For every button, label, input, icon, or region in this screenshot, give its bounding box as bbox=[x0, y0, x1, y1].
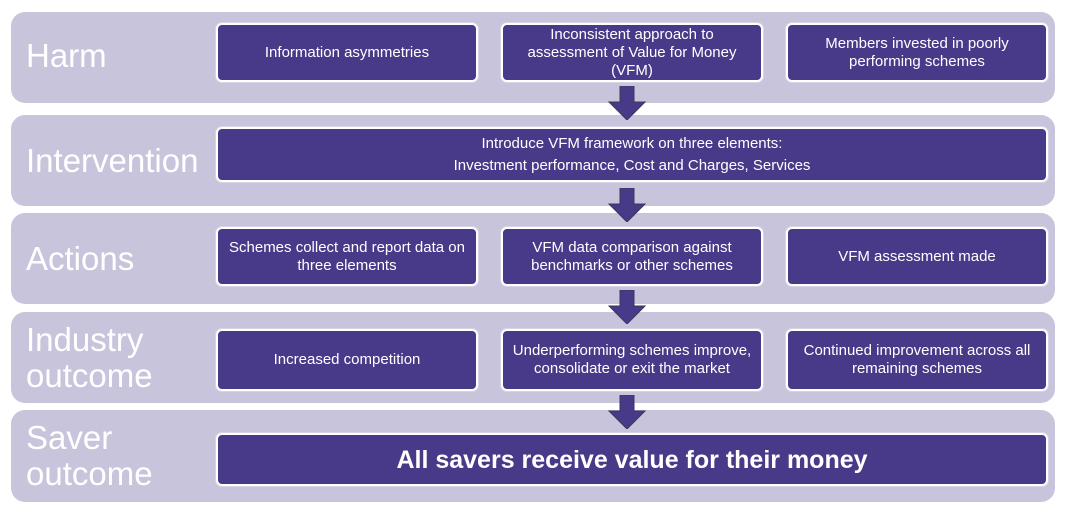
actions-box-1: Schemes collect and report data on three… bbox=[216, 227, 478, 286]
harm-box-2: Inconsistent approach to assessment of V… bbox=[501, 23, 763, 82]
industry-box-3: Continued improvement across all remaini… bbox=[786, 329, 1048, 391]
row-label-saver-line-2: outcome bbox=[26, 455, 153, 492]
intervention-line-1: Introduce VFM framework on three element… bbox=[481, 134, 783, 152]
row-label-harm: Harm bbox=[26, 37, 107, 74]
down-arrow-icon bbox=[607, 188, 647, 222]
row-label-actions: Actions bbox=[26, 240, 135, 277]
intervention-box: Introduce VFM framework on three element… bbox=[216, 127, 1048, 182]
down-arrow-icon bbox=[607, 395, 647, 429]
row-label-industry-line-2: outcome bbox=[26, 357, 153, 394]
down-arrow-icon bbox=[607, 86, 647, 120]
down-arrow-icon bbox=[607, 290, 647, 324]
row-label-industry-line-1: Industry bbox=[26, 321, 144, 358]
row-label-saver-line-1: Saver bbox=[26, 419, 113, 456]
row-label-intervention: Intervention bbox=[26, 142, 199, 179]
intervention-line-2: Investment performance, Cost and Charges… bbox=[453, 156, 811, 174]
actions-box-3: VFM assessment made bbox=[786, 227, 1048, 286]
actions-box-2: VFM data comparison against benchmarks o… bbox=[501, 227, 763, 286]
industry-box-1: Increased competition bbox=[216, 329, 478, 391]
industry-box-2: Underperforming schemes improve, consoli… bbox=[501, 329, 763, 391]
harm-box-3: Members invested in poorly performing sc… bbox=[786, 23, 1048, 82]
saver-outcome-box: All savers receive value for their money bbox=[216, 433, 1048, 486]
row-label-saver-outcome: Saver outcome bbox=[26, 420, 153, 492]
harm-box-1: Information asymmetries bbox=[216, 23, 478, 82]
row-label-industry-outcome: Industry outcome bbox=[26, 322, 153, 394]
